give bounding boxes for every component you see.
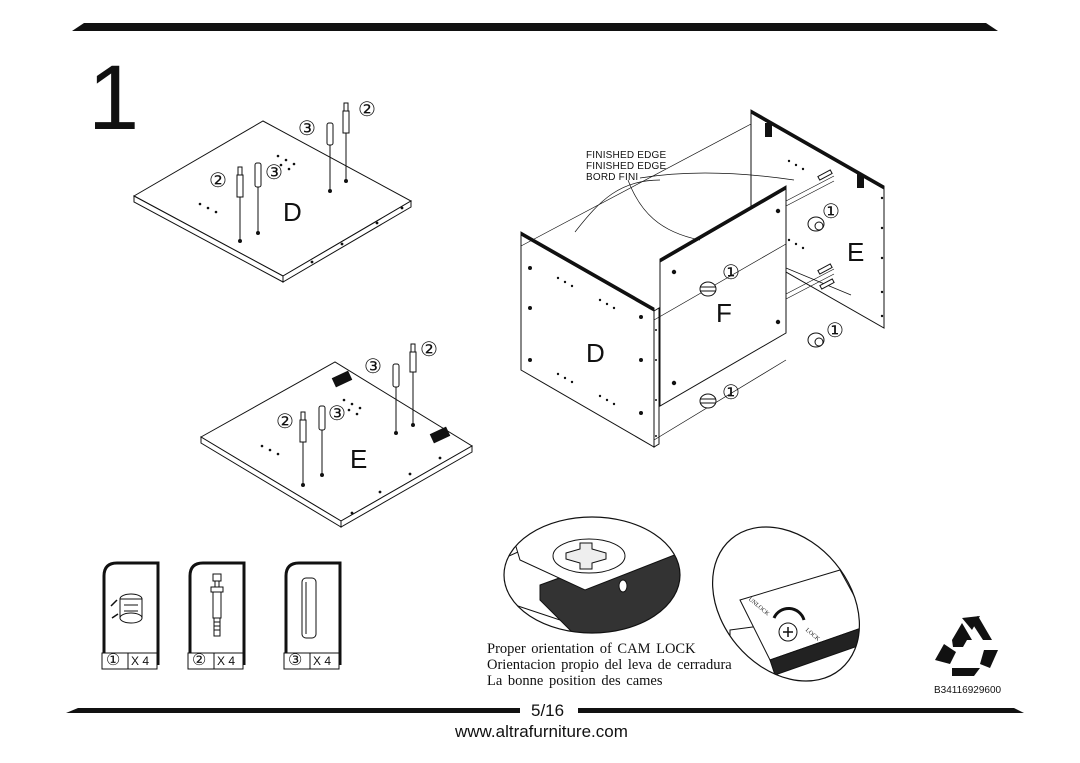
panel-e-drawing [200, 361, 473, 528]
panel-e-hardware [299, 343, 417, 487]
hardware-symbol: ② [192, 652, 207, 669]
panel-d-holes [198, 154, 296, 214]
panel-d-hardware [236, 102, 350, 243]
callout-cam-bolt: ② [358, 99, 376, 121]
finished-edge-note: FINISHED EDGE FINISHED EDGE BORD FINI [586, 150, 666, 183]
callout-wood-dowel: ③ [328, 403, 346, 425]
panel-d-drawing [132, 120, 413, 283]
footer-bar-left [66, 708, 520, 713]
callout-cam-bolt: ② [209, 170, 227, 192]
callout-cam-lock: ① [722, 382, 740, 404]
hardware-qty: X 4 [131, 654, 150, 668]
cam-detail-closeup [503, 516, 681, 634]
assembly-cam-bolts [817, 169, 835, 290]
caption-line: Proper orientation of CAM LOCK [487, 641, 696, 657]
hardware-box-3 [283, 561, 342, 670]
panel-label-d: D [586, 338, 605, 368]
panel-d-upright-marks [528, 266, 657, 437]
callout-cam-lock: ① [826, 320, 844, 342]
edge-note-line: BORD FINI [586, 172, 639, 183]
page-number: 5/16 [531, 701, 565, 720]
hardware-symbol: ③ [288, 652, 303, 669]
panel-label-e: E [350, 444, 368, 474]
cam-lock-icon [110, 593, 143, 624]
document-code: B34116929600 [934, 685, 1002, 696]
hardware-symbol: ① [106, 652, 121, 669]
panel-d-edge-holes [310, 206, 404, 264]
panel-e-holes [260, 398, 442, 515]
hardware-qty: X 4 [217, 654, 236, 668]
assembly-cam-locks [699, 216, 825, 409]
hardware-box-1 [101, 561, 160, 670]
panel-label-f: F [716, 298, 732, 328]
callout-cam-lock: ① [822, 201, 840, 223]
callout-wood-dowel: ③ [364, 356, 382, 378]
panel-f-holes [671, 208, 781, 386]
caption-line: La bonne position des cames [487, 673, 663, 689]
callout-cam-bolt: ② [276, 411, 294, 433]
panel-f-back [659, 185, 787, 407]
website-url: www.altrafurniture.com [455, 722, 628, 741]
wood-dowel-icon [301, 577, 317, 639]
recycle-icon [935, 616, 998, 676]
assembly-guide-lines [520, 123, 852, 441]
cam-bolt-icon [210, 573, 224, 637]
callout-cam-lock: ① [722, 262, 740, 284]
step-number: 1 [88, 47, 140, 149]
panel-d-upright [520, 231, 660, 448]
panel-e-hinge-plates [331, 370, 451, 444]
header-bar [72, 23, 998, 31]
footer-bar-right [578, 708, 1024, 713]
callout-wood-dowel: ③ [265, 162, 283, 184]
edge-note-line: FINISHED EDGE [586, 150, 667, 161]
panel-label-e: E [847, 237, 865, 267]
caption-line: Orientacion propio del leva de cerradura [487, 657, 732, 673]
cam-orientation-caption: Proper orientation of CAM LOCK Orientaci… [487, 641, 732, 689]
callout-wood-dowel: ③ [298, 118, 316, 140]
hardware-box-2 [187, 561, 246, 670]
callout-cam-bolt: ② [420, 339, 438, 361]
hardware-qty: X 4 [313, 654, 332, 668]
panel-e-upright-marks [765, 123, 884, 318]
edge-note-line: FINISHED EDGE [586, 161, 667, 172]
panel-label-d: D [283, 197, 302, 227]
